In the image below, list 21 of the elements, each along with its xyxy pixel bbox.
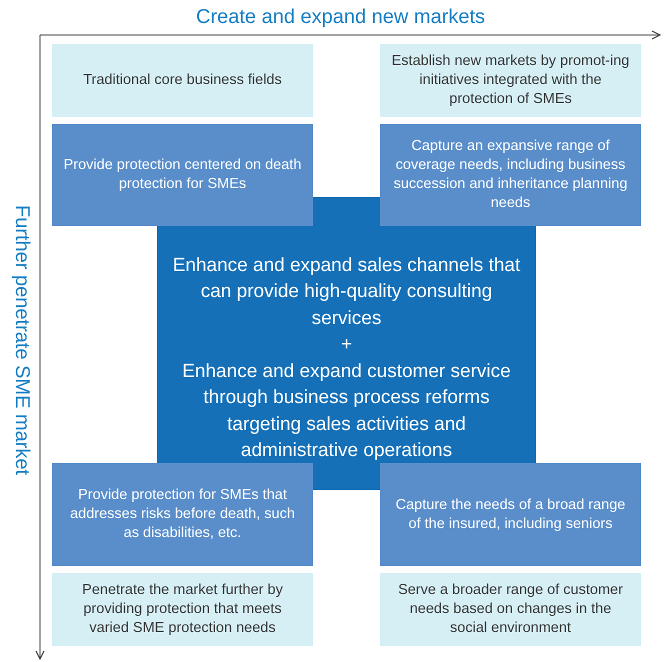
quadrant-box xyxy=(380,124,641,226)
box-text: Penetrate the market further by providing protection that meets varied SME protection needs xyxy=(81,581,284,638)
quadrant-box xyxy=(52,573,313,646)
quadrant-box xyxy=(52,44,313,117)
axis-title: Create and expand new markets xyxy=(196,6,486,29)
box-text: Capture the needs of a broad range of the insured, including seniors xyxy=(394,496,626,534)
quadrant-box xyxy=(52,124,313,226)
box-text: + xyxy=(340,333,352,357)
box-text: Establish new markets by promot-ing initiatives integrated with the protection of SMEs xyxy=(390,52,630,109)
box-text: Capture an expansive range of coverage needs, including business succession and inheritance planning needs xyxy=(392,137,628,213)
box-text: Provide protection for SMEs that addresses risks before death, such as disabilities, etc. xyxy=(69,486,296,543)
box-text: Enhance and expand customer service through business process reforms targeting sales activities and administrative operations xyxy=(181,360,512,463)
axis-title: Further penetrate SME market xyxy=(10,205,33,476)
quadrant-box xyxy=(380,463,641,566)
quadrant-box xyxy=(380,573,641,646)
quadrant-box xyxy=(52,463,313,566)
quadrant-box xyxy=(380,44,641,117)
box-text: Serve a broader range of customer needs based on changes in the social environment xyxy=(397,581,624,638)
box-text: Enhance and expand sales channels that can provide high-quality consulting services xyxy=(172,254,522,330)
box-text: Traditional core business fields xyxy=(83,71,282,90)
box-text: Provide protection centered on death protection for SMEs xyxy=(62,156,302,194)
